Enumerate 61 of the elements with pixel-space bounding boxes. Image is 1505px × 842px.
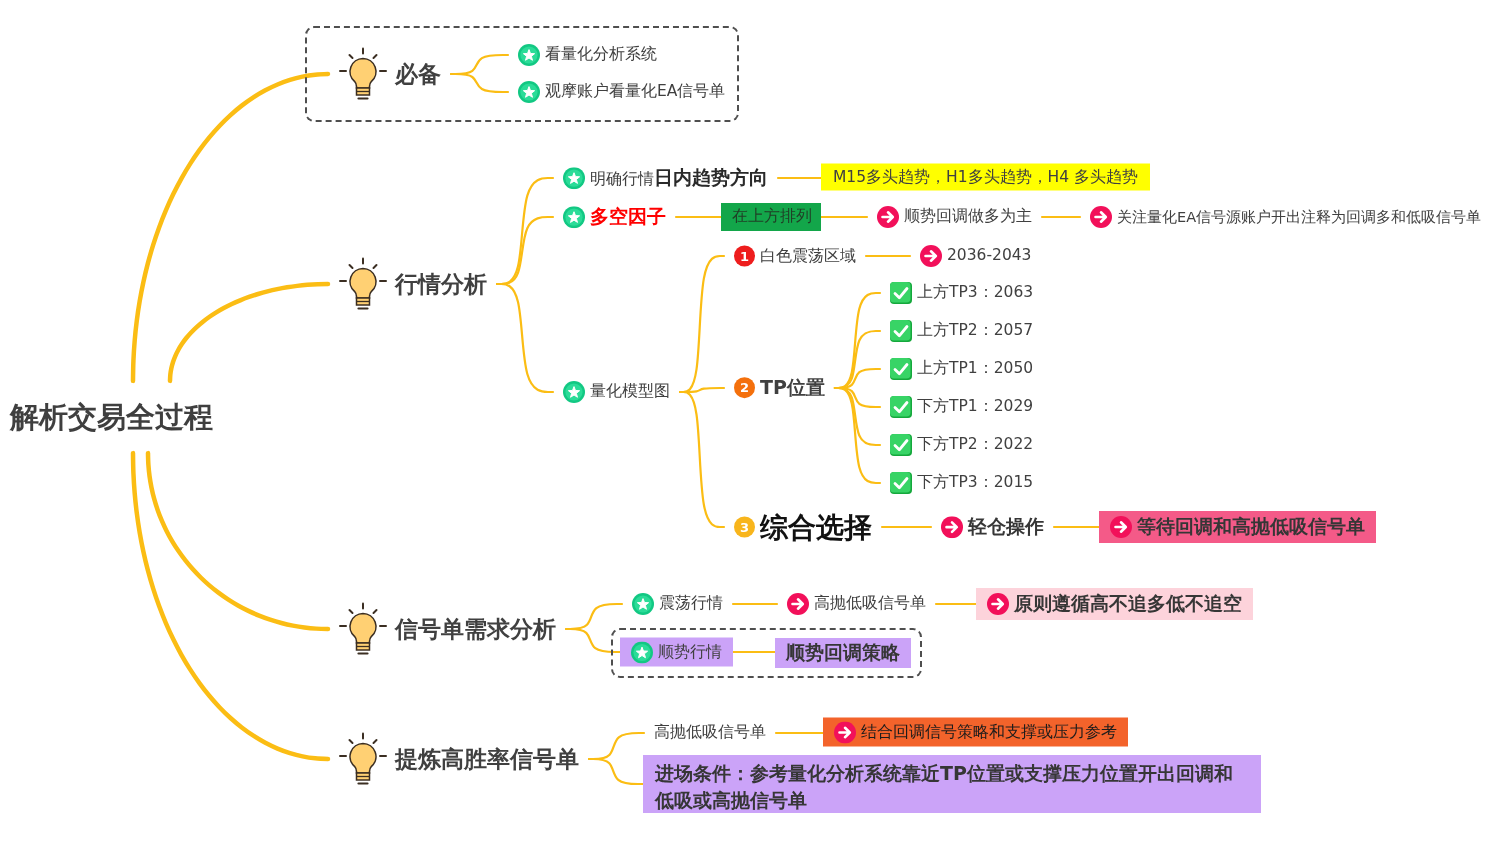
highlighted-topic: [620, 637, 733, 667]
highlighted-topic: 在上方排列: [721, 203, 821, 231]
topic-text: 上方TP3：2063: [917, 283, 1034, 303]
topic-text: 明确行情日内趋势方向: [590, 166, 768, 190]
topic-text: 顺势回调做多为主: [904, 207, 1032, 227]
connector-line: [776, 176, 823, 180]
topic-text: 高抛低吸信号单: [654, 723, 766, 743]
connector-line: [674, 215, 723, 219]
topic-text: 白色震荡区域: [760, 246, 856, 266]
topic-text: 结合回调信号策略和支撑或压力参考: [861, 722, 1117, 742]
step-number: 3: [734, 516, 755, 538]
highlighted-topic: M15多头趋势，H1多头趋势，H4 多头趋势: [821, 163, 1151, 191]
highlighted-topic: [976, 588, 1253, 620]
highlighted-topic: [1099, 511, 1376, 543]
main-topic: 提炼高胜率信号单: [395, 744, 579, 774]
topic-text: 原则遵循高不追多低不追空: [1014, 592, 1242, 616]
topic-text: 看量化分析系统: [545, 45, 657, 65]
step-number: 1: [734, 245, 755, 267]
topic-text: 高抛低吸信号单: [814, 594, 926, 614]
topic-text: 量化模型图: [590, 382, 670, 402]
main-topic: 必备: [395, 59, 441, 89]
highlighted-topic: 顺势回调策略: [775, 638, 911, 668]
connector-line: [449, 72, 510, 94]
topic-text: 下方TP1：2029: [917, 397, 1034, 417]
topic-text: 下方TP2：2022: [917, 435, 1034, 455]
step-number: 2: [734, 377, 755, 399]
connector-line: [130, 450, 331, 762]
connector-line: [934, 602, 978, 606]
main-topic: 行情分析: [395, 269, 487, 299]
connector-line: [1040, 215, 1082, 219]
topic-text: 上方TP1：2050: [917, 359, 1034, 379]
dashed-frame: [611, 628, 922, 678]
connector-line: [130, 71, 331, 384]
topic-text: 综合选择: [760, 509, 872, 545]
topic-text: 顺势行情: [658, 642, 722, 662]
dashed-frame: [305, 26, 739, 122]
topic-text: 关注量化EA信号源账户开出注释为回调多和低吸信号单: [1117, 207, 1482, 227]
connector-line: [495, 282, 555, 394]
topic-text: 等待回调和高抛低吸信号单: [1137, 515, 1365, 539]
topic-text: 2036-2043: [947, 246, 1032, 266]
connector-line: [864, 254, 912, 258]
topic-text: 观摩账户看量化EA信号单: [545, 82, 726, 102]
topic-text: 震荡行情: [659, 594, 723, 614]
connector-line: [145, 450, 331, 632]
connector-line: [587, 757, 645, 786]
connector-line: [731, 602, 779, 606]
connector-line: [774, 731, 825, 735]
highlighted-topic: [823, 717, 1128, 747]
main-topic: 信号单需求分析: [395, 614, 556, 644]
connector-line: [167, 281, 331, 384]
topic-text: TP位置: [760, 376, 825, 400]
connector-line: [564, 627, 622, 654]
topic-text: 轻仓操作: [968, 515, 1044, 539]
connector-line: [1052, 525, 1101, 529]
highlighted-topic: 进场条件：参考量化分析系统靠近TP位置或支撑压力位置开出回调和低吸或高抛信号单: [643, 755, 1261, 813]
topic-text: 多空因子: [590, 205, 666, 229]
connector-line: [880, 525, 933, 529]
topic-text: 上方TP2：2057: [917, 321, 1034, 341]
connector-line: [833, 386, 882, 485]
topic-text: 下方TP3：2015: [917, 473, 1034, 493]
central-topic: 解析交易全过程: [10, 398, 213, 436]
